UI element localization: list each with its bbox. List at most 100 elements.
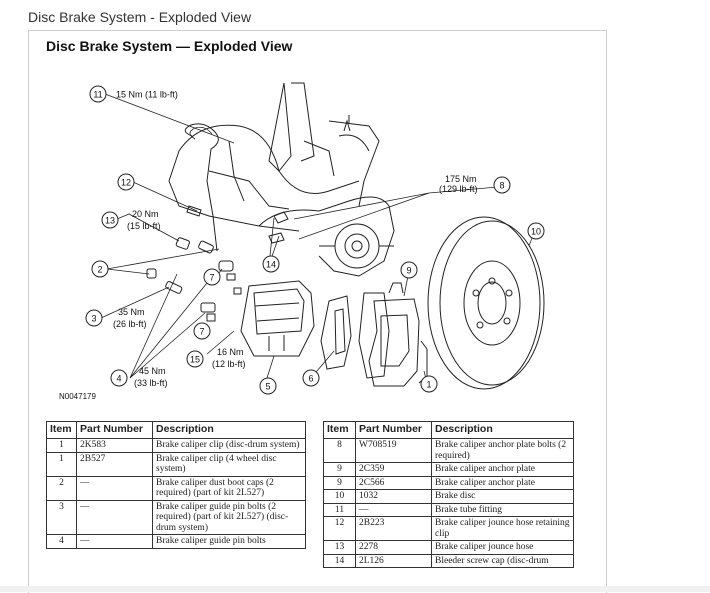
torque-spec-15: 16 Nm bbox=[217, 347, 244, 357]
exploded-view-diagram: 11 15 Nm (11 lb-ft) 1 2 13 20 Nm (15 lb-f… bbox=[59, 82, 545, 401]
svg-text:9: 9 bbox=[406, 266, 411, 276]
torque-spec-3: 35 Nm bbox=[118, 307, 145, 317]
item-cell: 1 bbox=[46, 438, 77, 453]
callout-10: 10 bbox=[527, 222, 545, 240]
item-cell: 8 bbox=[323, 438, 356, 463]
description-cell: Brake caliper jounce hose retaining clip bbox=[431, 516, 574, 541]
part-number-cell: — bbox=[355, 502, 432, 517]
part-number-cell: — bbox=[76, 475, 153, 501]
description-cell: Brake caliper guide pin bolts (2 require… bbox=[152, 499, 306, 535]
table-row: 2 — Brake caliper dust boot caps (2 requ… bbox=[46, 475, 306, 501]
description-cell: Brake caliper clip (4 wheel disc system) bbox=[152, 451, 306, 477]
figure-id: N0047179 bbox=[59, 392, 96, 401]
description-cell: Brake tube fitting bbox=[431, 502, 574, 517]
parts-table-left: Item Part Number Description 1 2K583 Bra… bbox=[46, 421, 306, 549]
part-number-cell: 2C566 bbox=[355, 475, 432, 490]
table-row: 8 W708519 Brake caliper anchor plate bol… bbox=[323, 438, 574, 463]
callout-6: 6 bbox=[302, 369, 320, 387]
svg-text:7: 7 bbox=[199, 327, 204, 337]
table-row: 12 2B223 Brake caliper jounce hose retai… bbox=[323, 516, 574, 541]
exploded-view-panel: Disc Brake System — Exploded View bbox=[28, 30, 607, 593]
callout-4: 4 45 Nm (33 lb-ft) bbox=[110, 366, 168, 388]
table-row: 3 — Brake caliper guide pin bolts (2 req… bbox=[46, 499, 306, 535]
table-header-row: Item Part Number Description bbox=[46, 421, 306, 439]
callout-8: 8 175 Nm (129 lb-ft) bbox=[439, 174, 511, 194]
callout-7-upper: 7 bbox=[203, 268, 221, 286]
svg-text:14: 14 bbox=[266, 260, 276, 270]
description-cell: Brake disc bbox=[431, 489, 574, 504]
callout-13: 13 20 Nm (15 lb-ft) bbox=[101, 209, 161, 231]
table-header-row: Item Part Number Description bbox=[323, 421, 574, 439]
torque-spec-4-lbft: (33 lb-ft) bbox=[134, 378, 168, 388]
header-part-number: Part Number bbox=[355, 421, 432, 439]
item-cell: 1 bbox=[46, 451, 77, 477]
panel-title: Disc Brake System — Exploded View bbox=[46, 38, 293, 54]
callout-5: 5 bbox=[259, 377, 277, 395]
svg-text:15: 15 bbox=[190, 355, 200, 365]
description-cell: Brake caliper anchor plate bbox=[431, 475, 574, 490]
svg-text:1: 1 bbox=[426, 380, 431, 390]
table-row: 9 2C566 Brake caliper anchor plate bbox=[323, 475, 574, 490]
torque-spec-15-lbft: (12 lb-ft) bbox=[212, 359, 246, 369]
torque-spec-3-lbft: (26 lb-ft) bbox=[113, 319, 147, 329]
brake-caliper-drawing bbox=[240, 280, 315, 357]
brake-hose-drawing bbox=[184, 123, 219, 252]
part-number-cell: 2B527 bbox=[76, 451, 153, 477]
callout-2: 2 bbox=[91, 260, 109, 278]
svg-text:6: 6 bbox=[308, 374, 313, 384]
item-cell: 14 bbox=[323, 553, 356, 568]
item-cell: 13 bbox=[323, 540, 356, 555]
torque-spec-13-lbft: (15 lb-ft) bbox=[127, 221, 161, 231]
part-number-cell: 1032 bbox=[355, 489, 432, 504]
torque-spec-8: 175 Nm bbox=[445, 174, 477, 184]
description-cell: Brake caliper anchor plate bolts (2 requ… bbox=[431, 438, 574, 463]
brake-disc-drawing bbox=[427, 216, 545, 390]
table-row: 14 2L126 Bleeder screw cap (disc-drum bbox=[323, 553, 574, 568]
svg-text:2: 2 bbox=[97, 265, 102, 275]
torque-spec-4: 45 Nm bbox=[139, 366, 166, 376]
part-number-cell: 2L126 bbox=[355, 553, 432, 568]
svg-text:8: 8 bbox=[499, 181, 504, 191]
description-cell: Bleeder screw cap (disc-drum bbox=[431, 553, 574, 568]
callout-3: 3 35 Nm (26 lb-ft) bbox=[85, 307, 147, 329]
part-number-cell: 2278 bbox=[355, 540, 432, 555]
description-cell: Brake caliper clip (disc-drum system) bbox=[152, 438, 306, 453]
item-cell: 2 bbox=[46, 475, 77, 501]
anchor-plate-drawing bbox=[368, 282, 428, 387]
page-title: Disc Brake System - Exploded View bbox=[28, 9, 252, 25]
header-description: Description bbox=[431, 421, 574, 439]
callout-9: 9 bbox=[400, 261, 418, 279]
callout-1: 1 bbox=[420, 375, 438, 393]
header-part-number: Part Number bbox=[76, 421, 153, 439]
page-bottom-edge bbox=[0, 586, 710, 592]
callout-11: 11 15 Nm (11 lb-ft) bbox=[89, 85, 178, 103]
part-number-cell: — bbox=[76, 534, 153, 549]
svg-text:7: 7 bbox=[209, 273, 214, 283]
description-cell: Brake caliper anchor plate bbox=[431, 462, 574, 477]
callout-7-lower: 7 bbox=[193, 322, 211, 340]
svg-text:11: 11 bbox=[93, 90, 102, 100]
part-number-cell: 2C359 bbox=[355, 462, 432, 477]
header-description: Description bbox=[152, 421, 306, 439]
svg-text:5: 5 bbox=[265, 382, 270, 392]
part-number-cell: 2K583 bbox=[76, 438, 153, 453]
description-cell: Brake caliper jounce hose bbox=[431, 540, 574, 555]
description-cell: Brake caliper guide pin bolts bbox=[152, 534, 306, 549]
table-row: 4 — Brake caliper guide pin bolts bbox=[46, 534, 306, 549]
table-row: 1 2B527 Brake caliper clip (4 wheel disc… bbox=[46, 451, 306, 477]
item-cell: 9 bbox=[323, 462, 356, 477]
description-cell: Brake caliper dust boot caps (2 required… bbox=[152, 475, 306, 501]
table-row: 1 2K583 Brake caliper clip (disc-drum sy… bbox=[46, 438, 306, 453]
item-cell: 12 bbox=[323, 516, 356, 541]
torque-spec-8-lbft: (129 lb-ft) bbox=[439, 184, 478, 194]
header-item: Item bbox=[323, 421, 356, 439]
part-number-cell: — bbox=[76, 499, 153, 535]
steering-knuckle-drawing bbox=[168, 82, 395, 277]
item-cell: 10 bbox=[323, 489, 356, 504]
table-row: 13 2278 Brake caliper jounce hose bbox=[323, 540, 574, 555]
callout-15: 15 16 Nm (12 lb-ft) bbox=[186, 347, 246, 369]
item-cell: 9 bbox=[323, 475, 356, 490]
part-number-cell: 2B223 bbox=[355, 516, 432, 541]
brake-pads-drawing bbox=[320, 292, 390, 379]
torque-spec-11: 15 Nm (11 lb-ft) bbox=[116, 90, 178, 100]
